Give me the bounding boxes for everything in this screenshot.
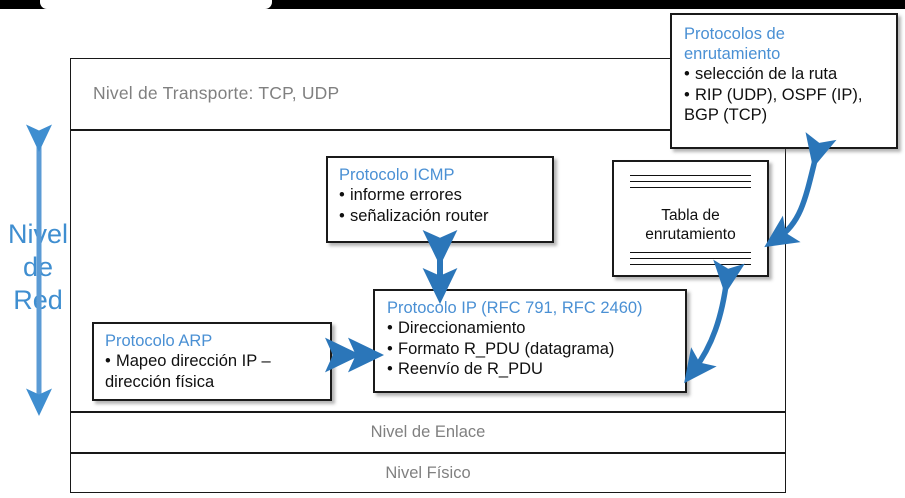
list-item: •Mapeo dirección IP – <box>105 352 271 370</box>
doc-routing-table: Tabla de enrutamiento <box>612 160 769 277</box>
arp-title: Protocolo ARP <box>105 332 213 350</box>
layer-transport: Nivel de Transporte: TCP, UDP <box>70 58 786 130</box>
layer-transport-label: Nivel de Transporte: TCP, UDP <box>93 83 340 103</box>
ip-bullets: •Direccionamiento •Formato R_PDU (datagr… <box>387 318 675 380</box>
arp-bullet-1: dirección física <box>105 372 215 391</box>
arrow-routing-protocols-table <box>764 132 837 248</box>
routing-protocols-title-line1: Protocolos de <box>684 25 785 43</box>
routing-table-rules-top <box>630 175 751 193</box>
card-icmp: Protocolo ICMP •informe errores •señaliz… <box>326 156 554 243</box>
arp-bullet-0: Mapeo dirección IP – <box>116 352 271 370</box>
icmp-bullet-1: señalización router <box>350 206 489 225</box>
ip-bullet-0: Direccionamiento <box>398 319 526 337</box>
icmp-bullet-0: informe errores <box>350 186 462 204</box>
icmp-bullets: •informe errores •señalización router <box>339 185 542 226</box>
routing-protocols-bullet-1: RIP (UDP), OSPF (IP), <box>695 85 863 104</box>
routing-protocols-bullet-0: selección de la ruta <box>695 65 838 83</box>
list-item: •informe errores <box>339 186 462 204</box>
top-white-notch <box>40 0 272 9</box>
card-routing-protocols: Protocolos de enrutamiento •selección de… <box>670 13 898 149</box>
list-item: •Formato R_PDU (datagrama) <box>387 339 615 358</box>
list-item: •señalización router <box>339 206 489 225</box>
layer-fisico: Nivel Físico <box>70 453 786 493</box>
arrow-ip-routing-table <box>684 259 745 384</box>
list-item: •Reenvío de R_PDU <box>387 360 543 378</box>
routing-protocols-bullet-2: BGP (TCP) <box>684 106 768 124</box>
routing-table-label: Tabla de enrutamiento <box>614 206 767 244</box>
layer-enlace: Nivel de Enlace <box>70 412 786 453</box>
list-item: dirección física <box>105 372 320 393</box>
top-black-strip <box>0 0 905 9</box>
list-item: •selección de la ruta <box>684 65 838 83</box>
routing-table-line1: Tabla de <box>661 207 720 224</box>
routing-protocols-bullets: •selección de la ruta •RIP (UDP), OSPF (… <box>684 64 886 126</box>
list-item: •RIP (UDP), OSPF (IP), <box>684 85 863 104</box>
layer-fisico-label: Nivel Físico <box>385 464 471 482</box>
list-item: •Direccionamiento <box>387 319 526 337</box>
list-item: BGP (TCP) <box>684 105 886 126</box>
routing-protocols-title-line2: enrutamiento <box>684 45 781 63</box>
ip-bullet-2: Reenvío de R_PDU <box>398 360 543 378</box>
card-arp: Protocolo ARP •Mapeo dirección IP – dire… <box>92 322 332 401</box>
layer-enlace-label: Nivel de Enlace <box>370 423 486 441</box>
arp-bullets: •Mapeo dirección IP – dirección física <box>105 351 320 392</box>
ip-bullet-1: Formato R_PDU (datagrama) <box>398 339 615 358</box>
icmp-title: Protocolo ICMP <box>339 166 455 184</box>
routing-table-line2: enrutamiento <box>645 226 736 243</box>
